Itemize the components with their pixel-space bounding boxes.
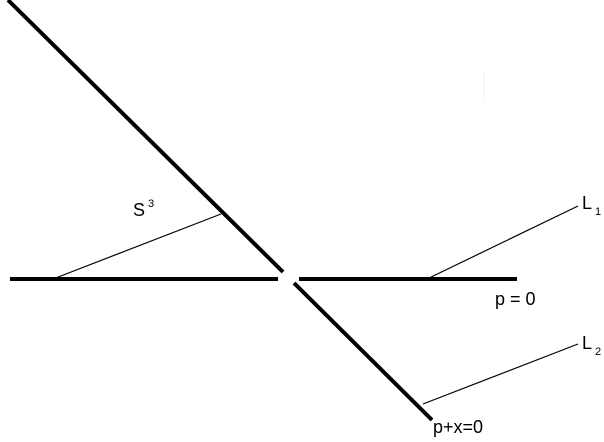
l2-pointer-line xyxy=(422,343,579,405)
label-s3-base: S xyxy=(133,200,146,220)
label-s3-superscript: 3 xyxy=(148,198,155,210)
l1-pointer-line xyxy=(426,205,579,280)
diagonal-line-lower xyxy=(292,281,434,422)
label-p-plus-x-equals-zero: p+x=0 xyxy=(433,417,484,437)
label-p-equals-zero: p = 0 xyxy=(495,289,536,309)
label-l2-base: L xyxy=(582,333,593,353)
s3-pointer-line xyxy=(52,213,222,280)
diagonal-line-upper xyxy=(6,0,285,274)
label-l1-subscript: 1 xyxy=(595,206,602,218)
label-l2-subscript: 2 xyxy=(595,346,602,358)
label-l1-base: L xyxy=(582,193,593,213)
